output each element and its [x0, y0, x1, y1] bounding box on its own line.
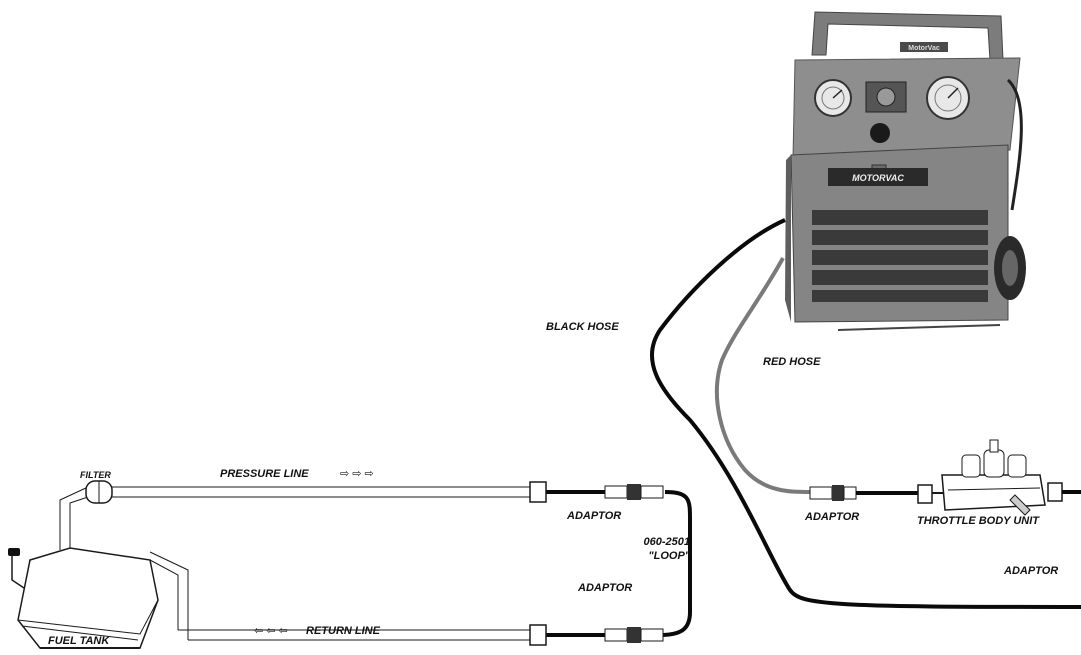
pressure-line-label: PRESSURE LINE [220, 468, 309, 480]
cleaning-machine: MotorVac MOTORVAC [785, 11, 1026, 331]
loop-part-number: 060-2501 [643, 536, 691, 548]
adaptor-bottom-label: ADAPTOR [578, 582, 633, 594]
pressure-line [112, 486, 530, 498]
loop-name: "LOOP" [648, 550, 690, 562]
black-hose [649, 218, 1081, 609]
return-line [178, 629, 530, 641]
red-hose [715, 257, 811, 494]
adaptor-red-label: ADAPTOR [805, 511, 860, 523]
return-line-label: RETURN LINE [306, 625, 380, 637]
throttle-body-icon [917, 439, 1081, 516]
throttle-body-label: THROTTLE BODY UNIT [917, 515, 1040, 527]
machine-brand-front: MOTORVAC [852, 173, 904, 183]
pressure-arrows-icon: ⇨ ⇨ ⇨ [340, 468, 374, 480]
fuel-tank-icon [8, 547, 159, 649]
filter-label: FILTER [80, 470, 111, 480]
return-arrows-icon: ⇦ ⇦ ⇦ [254, 625, 288, 637]
fuel-tank-label: FUEL TANK [48, 635, 110, 647]
adaptor-red-fitting [809, 485, 918, 501]
filter-icon [85, 480, 113, 504]
loop-hose [545, 490, 692, 637]
adaptor-top-fitting [529, 481, 664, 503]
red-hose-label: RED HOSE [763, 356, 821, 368]
adaptor-top-label: ADAPTOR [567, 510, 622, 522]
black-hose-label: BLACK HOSE [546, 321, 619, 333]
adaptor-right-label: ADAPTOR [1004, 565, 1059, 577]
adaptor-bottom-fitting [529, 624, 664, 646]
machine-brand-top: MotorVac [908, 45, 940, 52]
